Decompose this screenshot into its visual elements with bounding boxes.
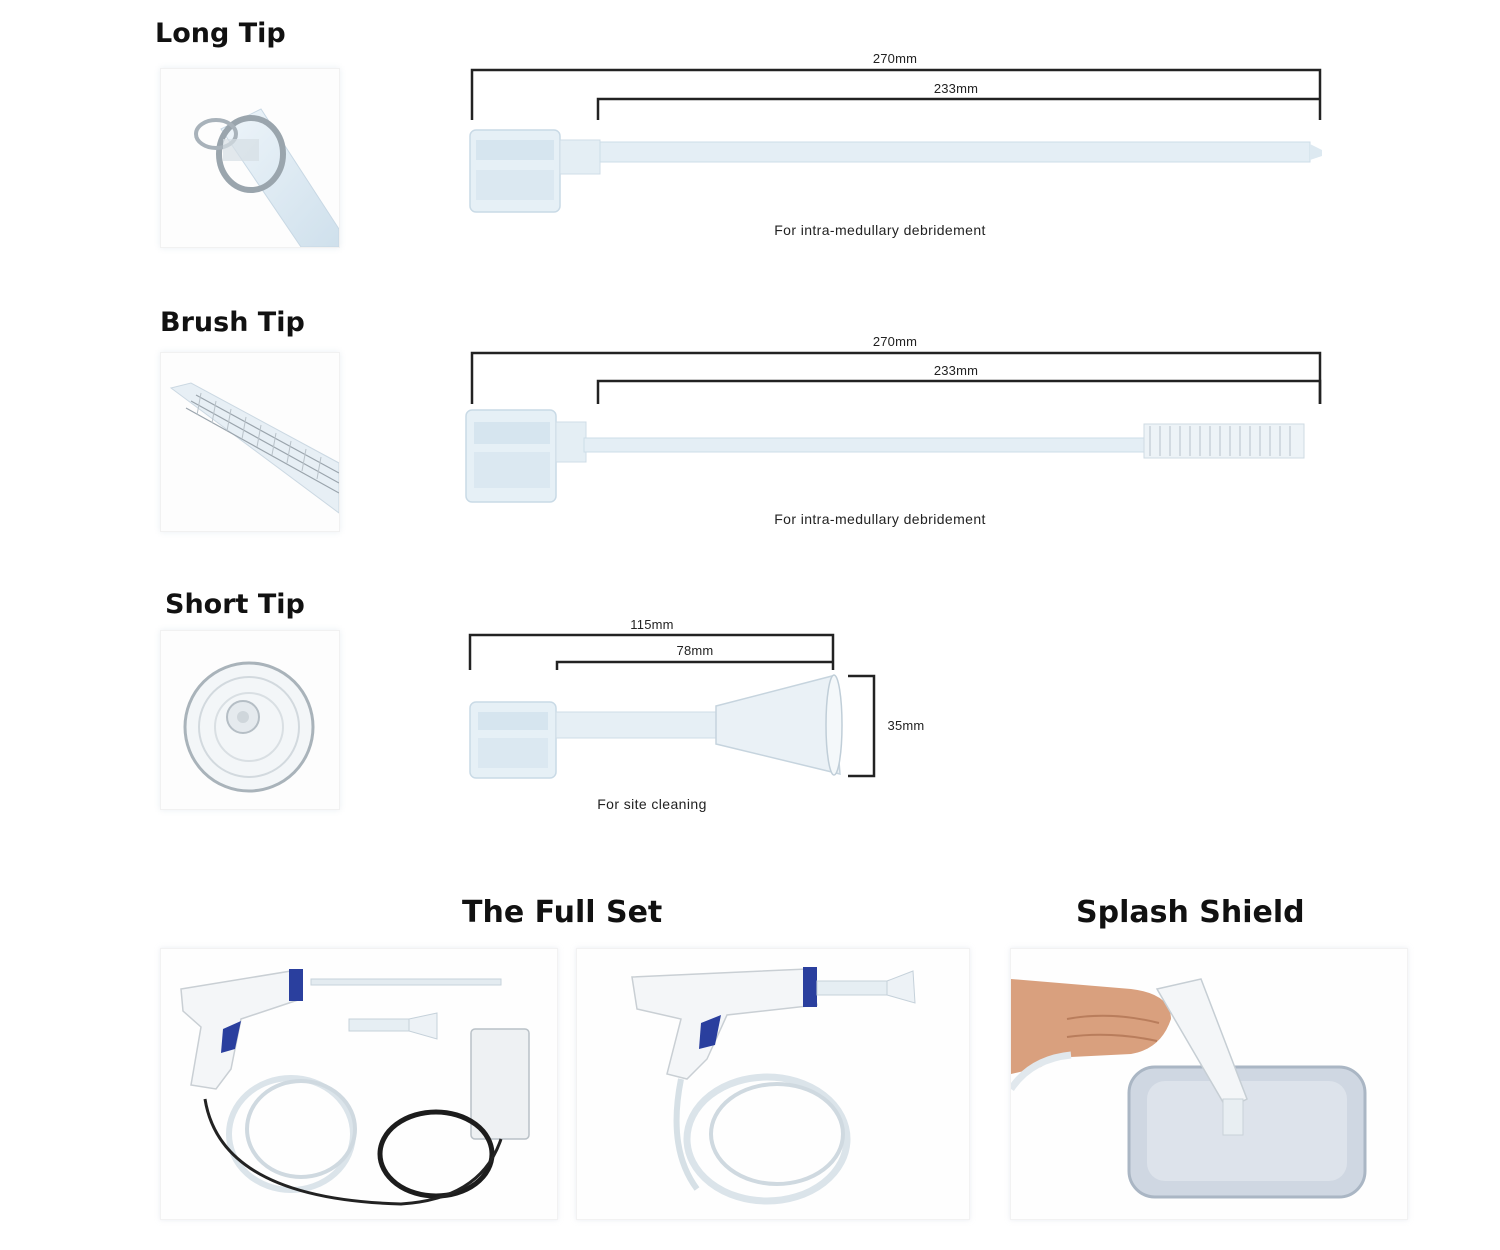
long-tip-270mm-label: 270mm [872,51,918,66]
long-tip-closeup-icon [194,108,339,247]
short-tip-115-bracket [468,633,835,670]
short-tip-35-bracket [848,674,876,778]
long-tip-caption: For intra-medullary debridement [774,222,986,238]
short-tip-78-bracket [555,660,833,670]
brush-tip-caption: For intra-medullary debridement [774,511,986,527]
long-tip-270-bracket [470,68,1322,120]
short-tip-closeup-image [160,630,340,810]
short-tip-closeup-icon [183,661,315,793]
handpiece-with-short-tip-icon [631,967,916,1205]
short-tip-title: Short Tip [165,589,305,620]
brush-tip-270mm-label: 270mm [872,334,918,349]
hand-holding-handpiece-over-splash-shield-icon [1011,978,1367,1199]
brush-tip-diagram [460,334,1340,534]
short-tip-35mm-label: 35mm [887,718,925,733]
short-tip-caption: For site cleaning [597,796,707,812]
long-tip-233-bracket [596,97,1320,120]
full-set-with-battery-pack-icon [180,969,530,1206]
full-set-title: The Full Set [462,895,663,930]
brush-tip-title: Brush Tip [160,307,305,338]
brush-tip-270-bracket [470,351,1322,404]
long-tip-diagram [460,50,1340,250]
splash-shield-photo [1010,948,1408,1220]
short-tip-diagram [460,620,960,800]
full-set-handpiece-photo [576,948,970,1220]
brush-tip-closeup-image [160,352,340,532]
short-tip-78mm-label: 78mm [676,643,714,658]
short-tip-115mm-label: 115mm [630,617,674,632]
long-tip-title: Long Tip [155,18,286,49]
long-tip-closeup-image [160,68,340,248]
full-set-photo [160,948,558,1220]
brush-tip-233mm-label: 233mm [933,363,979,378]
long-tip-233mm-label: 233mm [933,81,979,96]
brush-tip-closeup-icon [169,382,339,514]
splash-shield-title: Splash Shield [1076,895,1305,930]
brush-tip-233-bracket [596,379,1322,404]
